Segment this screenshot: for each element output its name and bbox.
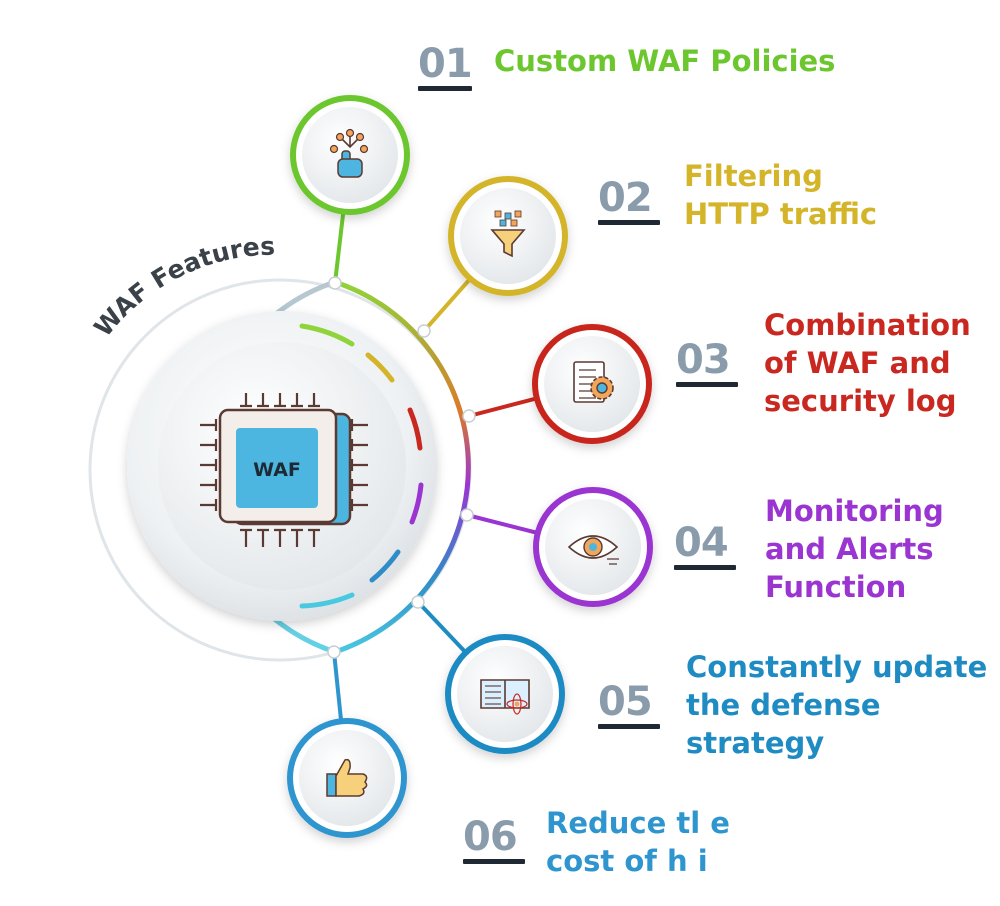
feature-number: 06 <box>463 814 518 860</box>
feature-text: Custom WAF Policies <box>494 44 836 78</box>
chip-label: WAF <box>253 459 301 481</box>
feature-number: 05 <box>598 679 653 725</box>
feature-number-underline <box>418 86 472 91</box>
feature-number: 04 <box>674 520 729 566</box>
feature-node <box>533 487 653 607</box>
ring-dot <box>327 645 341 659</box>
feature-node <box>287 718 407 838</box>
feature-number: 02 <box>598 175 653 221</box>
feature-number-underline <box>598 220 660 225</box>
feature-number-underline <box>676 382 738 387</box>
ring-dot <box>411 595 425 609</box>
feature-number-underline <box>463 859 525 864</box>
feature-text: Reduce tl e cost of h i <box>546 806 730 878</box>
book-atom-icon <box>480 679 530 715</box>
touch-network-icon <box>329 128 369 178</box>
feature-number: 01 <box>418 41 473 87</box>
feature-node <box>445 634 565 754</box>
feature-text: Monitoring and Alerts Function <box>765 494 944 604</box>
feature-text: Constantly update the defense strategy <box>686 650 988 760</box>
feature-text: Combination of WAF and security log <box>764 308 971 418</box>
document-gear-icon <box>573 361 614 403</box>
ring-dot <box>462 409 476 423</box>
feature-node <box>532 324 652 444</box>
disc-dashes <box>299 323 424 609</box>
ring-dot <box>417 324 431 338</box>
ring-dot <box>328 276 342 290</box>
waf-chip: WAF <box>200 393 368 547</box>
outer-ring-right-arc <box>334 279 471 655</box>
feature-text: Filtering HTTP traffic <box>684 159 878 231</box>
thumbs-up-icon <box>326 758 368 797</box>
feature-node <box>448 176 568 296</box>
feature-number: 03 <box>676 337 731 383</box>
funnel-filter-icon <box>490 210 526 258</box>
eye-monitor-icon <box>567 535 619 565</box>
feature-number-underline <box>674 565 736 570</box>
feature-nodes <box>287 95 653 838</box>
ring-dot <box>460 508 474 522</box>
feature-node <box>290 95 410 215</box>
feature-number-underline <box>598 724 660 729</box>
